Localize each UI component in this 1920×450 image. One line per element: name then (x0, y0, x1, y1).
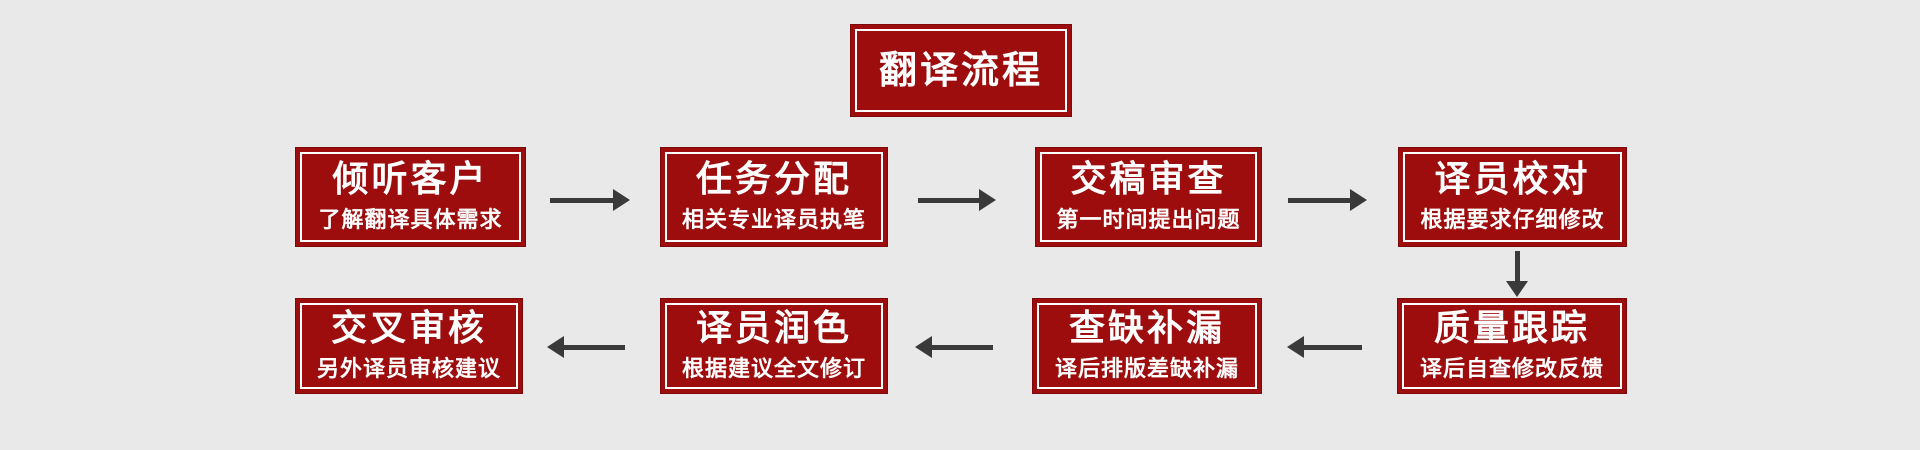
step-sublabel: 另外译员审核建议 (316, 357, 501, 383)
step-label: 交稿审查 (1070, 158, 1227, 200)
step-box-translator-polishing: 译员润色 根据建议全文修订 (660, 298, 888, 394)
step-label: 质量跟踪 (1433, 307, 1590, 349)
arrow-right-icon-2 (918, 189, 996, 211)
step-sublabel: 了解翻译具体需求 (318, 208, 503, 234)
arrow-shaft (932, 344, 993, 350)
arrow-shaft (1304, 344, 1362, 350)
step-label: 译员润色 (695, 307, 852, 349)
arrow-shaft (1514, 251, 1520, 281)
arrow-shaft (550, 197, 613, 203)
flowchart-title: 翻译流程 (878, 47, 1043, 92)
step-box-draft-review: 交稿审查 第一时间提出问题 (1035, 147, 1262, 247)
arrow-right-icon-1 (550, 189, 630, 211)
step-box-translator-proofreading: 译员校对 根据要求仔细修改 (1398, 147, 1627, 247)
arrow-head (915, 336, 932, 358)
arrow-left-icon-2 (915, 336, 993, 358)
step-sublabel: 译后自查修改反馈 (1419, 357, 1604, 383)
arrow-left-icon-1 (1287, 336, 1362, 358)
arrow-shaft (1288, 197, 1350, 203)
arrow-head (1287, 336, 1304, 358)
arrow-head (1350, 189, 1367, 211)
arrow-head (979, 189, 996, 211)
step-label: 倾听客户 (332, 158, 489, 200)
step-box-listen-to-client: 倾听客户 了解翻译具体需求 (295, 147, 526, 247)
step-box-task-assignment: 任务分配 相关专业译员执笔 (660, 147, 888, 247)
arrow-head (613, 189, 630, 211)
step-sublabel: 根据要求仔细修改 (1420, 208, 1605, 234)
arrow-right-icon-3 (1288, 189, 1367, 211)
arrow-left-icon-3 (547, 336, 625, 358)
step-sublabel: 译后排版差缺补漏 (1054, 357, 1239, 383)
step-label: 查缺补漏 (1068, 307, 1225, 349)
step-sublabel: 第一时间提出问题 (1056, 208, 1241, 234)
arrow-shaft (564, 344, 625, 350)
step-box-gap-filling: 查缺补漏 译后排版差缺补漏 (1032, 298, 1262, 394)
step-label: 任务分配 (695, 158, 852, 200)
step-label: 译员校对 (1434, 158, 1591, 200)
arrow-head (1506, 281, 1528, 297)
flowchart-title-box: 翻译流程 (850, 24, 1072, 117)
step-sublabel: 根据建议全文修订 (681, 357, 866, 383)
step-sublabel: 相关专业译员执笔 (681, 208, 866, 234)
arrow-down-icon (1506, 251, 1528, 297)
arrow-shaft (918, 197, 979, 203)
step-label: 交叉审核 (330, 307, 487, 349)
step-box-quality-tracking: 质量跟踪 译后自查修改反馈 (1397, 298, 1627, 394)
step-box-cross-review: 交叉审核 另外译员审核建议 (295, 298, 523, 394)
arrow-head (547, 336, 564, 358)
